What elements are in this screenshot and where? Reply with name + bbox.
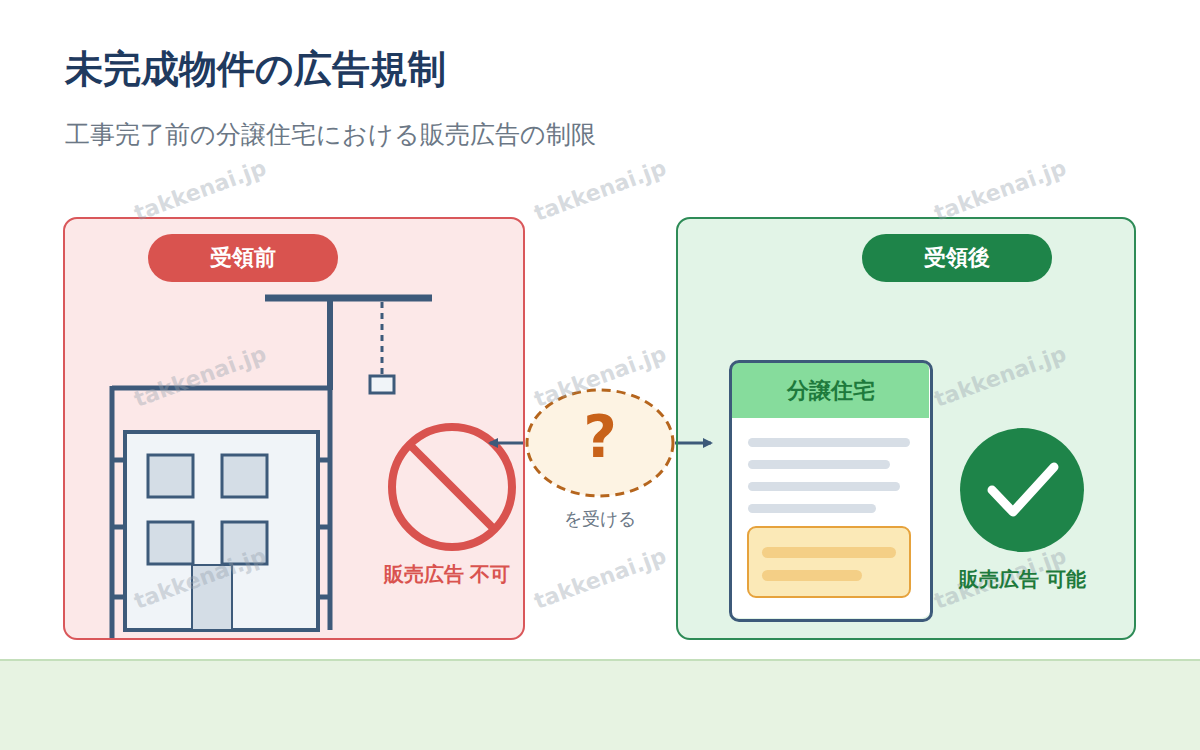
question-mark: ? <box>525 402 675 472</box>
pill-label: 受領前 <box>148 234 338 282</box>
arrow-connector <box>490 442 525 445</box>
card-header: 分譲住宅 <box>732 363 930 419</box>
status-text: 販売広告 可能 <box>940 566 1105 593</box>
pill-label: 受領後 <box>862 234 1052 282</box>
check-mark <box>960 428 1084 552</box>
right-panel-fill <box>676 217 1136 640</box>
status-pill: 受領後 <box>862 234 1052 282</box>
left-panel: 販売広告 不可 受領前 <box>63 217 525 640</box>
arrow-connector <box>675 442 711 445</box>
crane <box>265 298 432 393</box>
document-card: 分譲住宅 <box>729 360 933 622</box>
status-text: 販売広告 不可 <box>367 561 527 588</box>
status-pill: 受領前 <box>148 234 338 282</box>
right-panel: 販売広告 可能 受領後分譲住宅 <box>676 217 1136 640</box>
subtitle: 工事完了前の分譲住宅における販売広告の制限 <box>65 118 596 151</box>
watermark: takkenai.jp <box>521 539 680 617</box>
ellipse-caption: を受ける <box>505 507 695 531</box>
prohibition-sign <box>392 427 512 547</box>
document-card-illustration <box>729 360 931 618</box>
watermark: takkenai.jp <box>521 151 680 229</box>
title: 未完成物件の広告規制 <box>65 44 446 95</box>
band-edge <box>0 659 1200 661</box>
question-ellipse: ?を受ける <box>525 388 675 498</box>
bottom-band <box>0 660 1200 750</box>
scaffold <box>112 386 332 640</box>
